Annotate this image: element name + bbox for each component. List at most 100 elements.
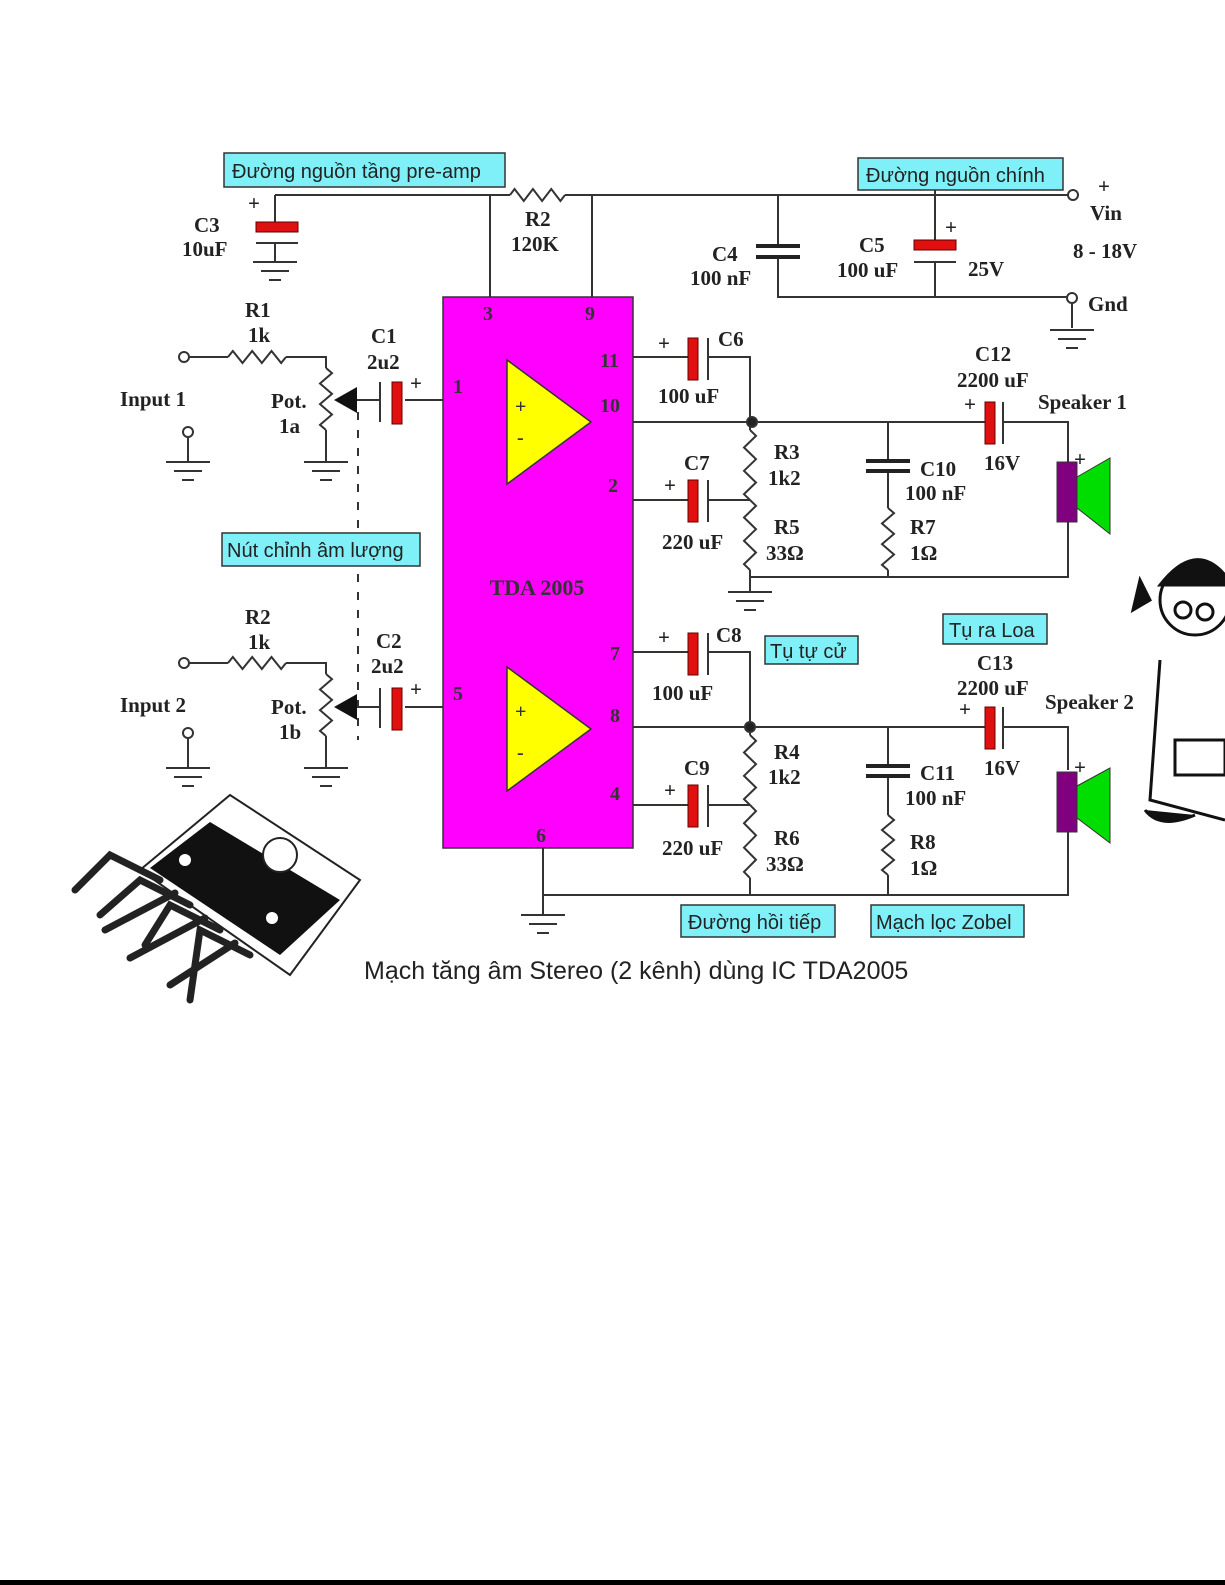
svg-text:8 - 18V: 8 - 18V	[1073, 239, 1137, 263]
svg-text:Speaker 1: Speaker 1	[1038, 390, 1127, 414]
svg-text:1k: 1k	[248, 323, 271, 347]
resistor-r7	[880, 507, 896, 571]
svg-text:C13: C13	[977, 651, 1013, 675]
svg-text:1b: 1b	[279, 720, 301, 744]
annotation-bootstrap-cap: Tụ tự cử	[764, 635, 859, 665]
svg-text:33Ω: 33Ω	[766, 541, 804, 565]
svg-text:C7: C7	[684, 451, 710, 475]
ground-icon	[166, 461, 210, 481]
resistor-r6	[742, 804, 758, 879]
svg-text:+: +	[964, 392, 976, 416]
svg-text:100 uF: 100 uF	[652, 681, 713, 705]
svg-text:+: +	[1074, 755, 1086, 779]
svg-text:Tụ tự cử: Tụ tự cử	[770, 641, 847, 663]
svg-text:33Ω: 33Ω	[766, 852, 804, 876]
svg-text:C10: C10	[920, 457, 956, 481]
svg-text:1Ω: 1Ω	[910, 541, 937, 565]
svg-text:C8: C8	[716, 623, 742, 647]
svg-text:25V: 25V	[968, 257, 1004, 281]
svg-text:100 nF: 100 nF	[690, 266, 751, 290]
svg-text:11: 11	[600, 350, 619, 372]
svg-text:R2: R2	[245, 605, 271, 629]
svg-text:Speaker 2: Speaker 2	[1045, 690, 1134, 714]
annotation-zobel-filter: Mạch lọc Zobel	[870, 904, 1025, 938]
ground-icon	[304, 767, 348, 787]
svg-text:C1: C1	[371, 324, 397, 348]
grounds	[166, 261, 1094, 934]
potentiometer-1b	[318, 673, 334, 737]
annotation-volume-knob: Nút chỉnh âm lượng	[221, 532, 421, 567]
svg-text:R8: R8	[910, 830, 936, 854]
svg-text:+: +	[664, 778, 676, 802]
ic-pins: 3 9 11 10 1 2 7 8 5 4 6 + - + -	[453, 303, 620, 847]
ic-name: TDA 2005	[490, 575, 585, 600]
svg-text:+: +	[515, 396, 526, 418]
svg-text:1k: 1k	[248, 630, 271, 654]
component-labels: + C3 10uF R2 120K C4 100 nF C5 100 uF + …	[120, 174, 1137, 880]
annotation-output-cap: Tụ ra Loa	[942, 613, 1048, 645]
svg-text:R2: R2	[525, 207, 551, 231]
annotation-preamp-rail: Đường nguồn tầng pre-amp	[223, 152, 506, 188]
svg-text:1k2: 1k2	[768, 466, 801, 490]
resistor-r5	[742, 499, 758, 571]
resistor-r1	[227, 349, 287, 365]
cartoon-figure-illustration	[1130, 558, 1225, 823]
resistor-r3	[742, 429, 758, 501]
svg-text:+: +	[1074, 447, 1086, 471]
svg-text:C4: C4	[712, 242, 738, 266]
resistor-r2-top	[509, 187, 566, 203]
svg-text:C12: C12	[975, 342, 1011, 366]
caption: Mạch tăng âm Stereo (2 kênh) dùng IC TDA…	[364, 957, 908, 985]
svg-text:1k2: 1k2	[768, 765, 801, 789]
svg-text:2200 uF: 2200 uF	[957, 676, 1029, 700]
svg-text:2200 uF: 2200 uF	[957, 368, 1029, 392]
svg-text:100 nF: 100 nF	[905, 786, 966, 810]
page-bottom-border	[0, 1580, 1225, 1585]
svg-text:8: 8	[610, 705, 620, 727]
svg-text:6: 6	[536, 825, 546, 847]
svg-text:+: +	[410, 677, 422, 701]
svg-text:10uF: 10uF	[182, 237, 228, 261]
svg-text:+: +	[410, 371, 422, 395]
svg-text:C5: C5	[859, 233, 885, 257]
svg-text:100 uF: 100 uF	[658, 384, 719, 408]
ground-icon	[728, 591, 772, 611]
svg-text:Vin: Vin	[1090, 201, 1122, 225]
resistor-r4	[742, 734, 758, 806]
svg-text:Pot.: Pot.	[271, 389, 307, 413]
svg-text:Nút chỉnh âm lượng: Nút chỉnh âm lượng	[227, 540, 404, 562]
pot-arrows	[334, 387, 357, 720]
capacitors	[255, 221, 1004, 828]
speaker-1-icon	[1056, 457, 1111, 536]
svg-text:C6: C6	[718, 327, 744, 351]
ground-icon	[166, 767, 210, 787]
svg-text:3: 3	[483, 303, 493, 325]
svg-text:+: +	[248, 191, 260, 215]
speaker-2-icon	[1056, 767, 1111, 845]
svg-text:-: -	[517, 742, 524, 764]
svg-text:C9: C9	[684, 756, 710, 780]
svg-text:7: 7	[610, 643, 620, 665]
svg-text:R7: R7	[910, 515, 936, 539]
resistors	[227, 187, 896, 879]
svg-text:C3: C3	[194, 213, 220, 237]
svg-text:Tụ ra Loa: Tụ ra Loa	[949, 620, 1035, 642]
svg-text:Đường hồi tiếp: Đường hồi tiếp	[688, 912, 821, 934]
svg-text:-: -	[517, 427, 524, 449]
ground-icon	[1050, 329, 1094, 349]
svg-text:2u2: 2u2	[367, 350, 400, 374]
svg-text:R5: R5	[774, 515, 800, 539]
svg-text:Đường nguồn chính: Đường nguồn chính	[866, 165, 1045, 187]
svg-text:100 uF: 100 uF	[837, 258, 898, 282]
svg-text:Đường nguồn tầng pre-amp: Đường nguồn tầng pre-amp	[232, 161, 481, 183]
resistor-r8	[880, 814, 896, 876]
svg-text:2u2: 2u2	[371, 654, 404, 678]
svg-text:R4: R4	[774, 740, 800, 764]
svg-text:+: +	[658, 625, 670, 649]
svg-text:+: +	[959, 697, 971, 721]
svg-text:Input 2: Input 2	[120, 693, 186, 717]
svg-text:+: +	[515, 701, 526, 723]
svg-text:C11: C11	[920, 761, 955, 785]
opamp-2	[506, 665, 593, 793]
